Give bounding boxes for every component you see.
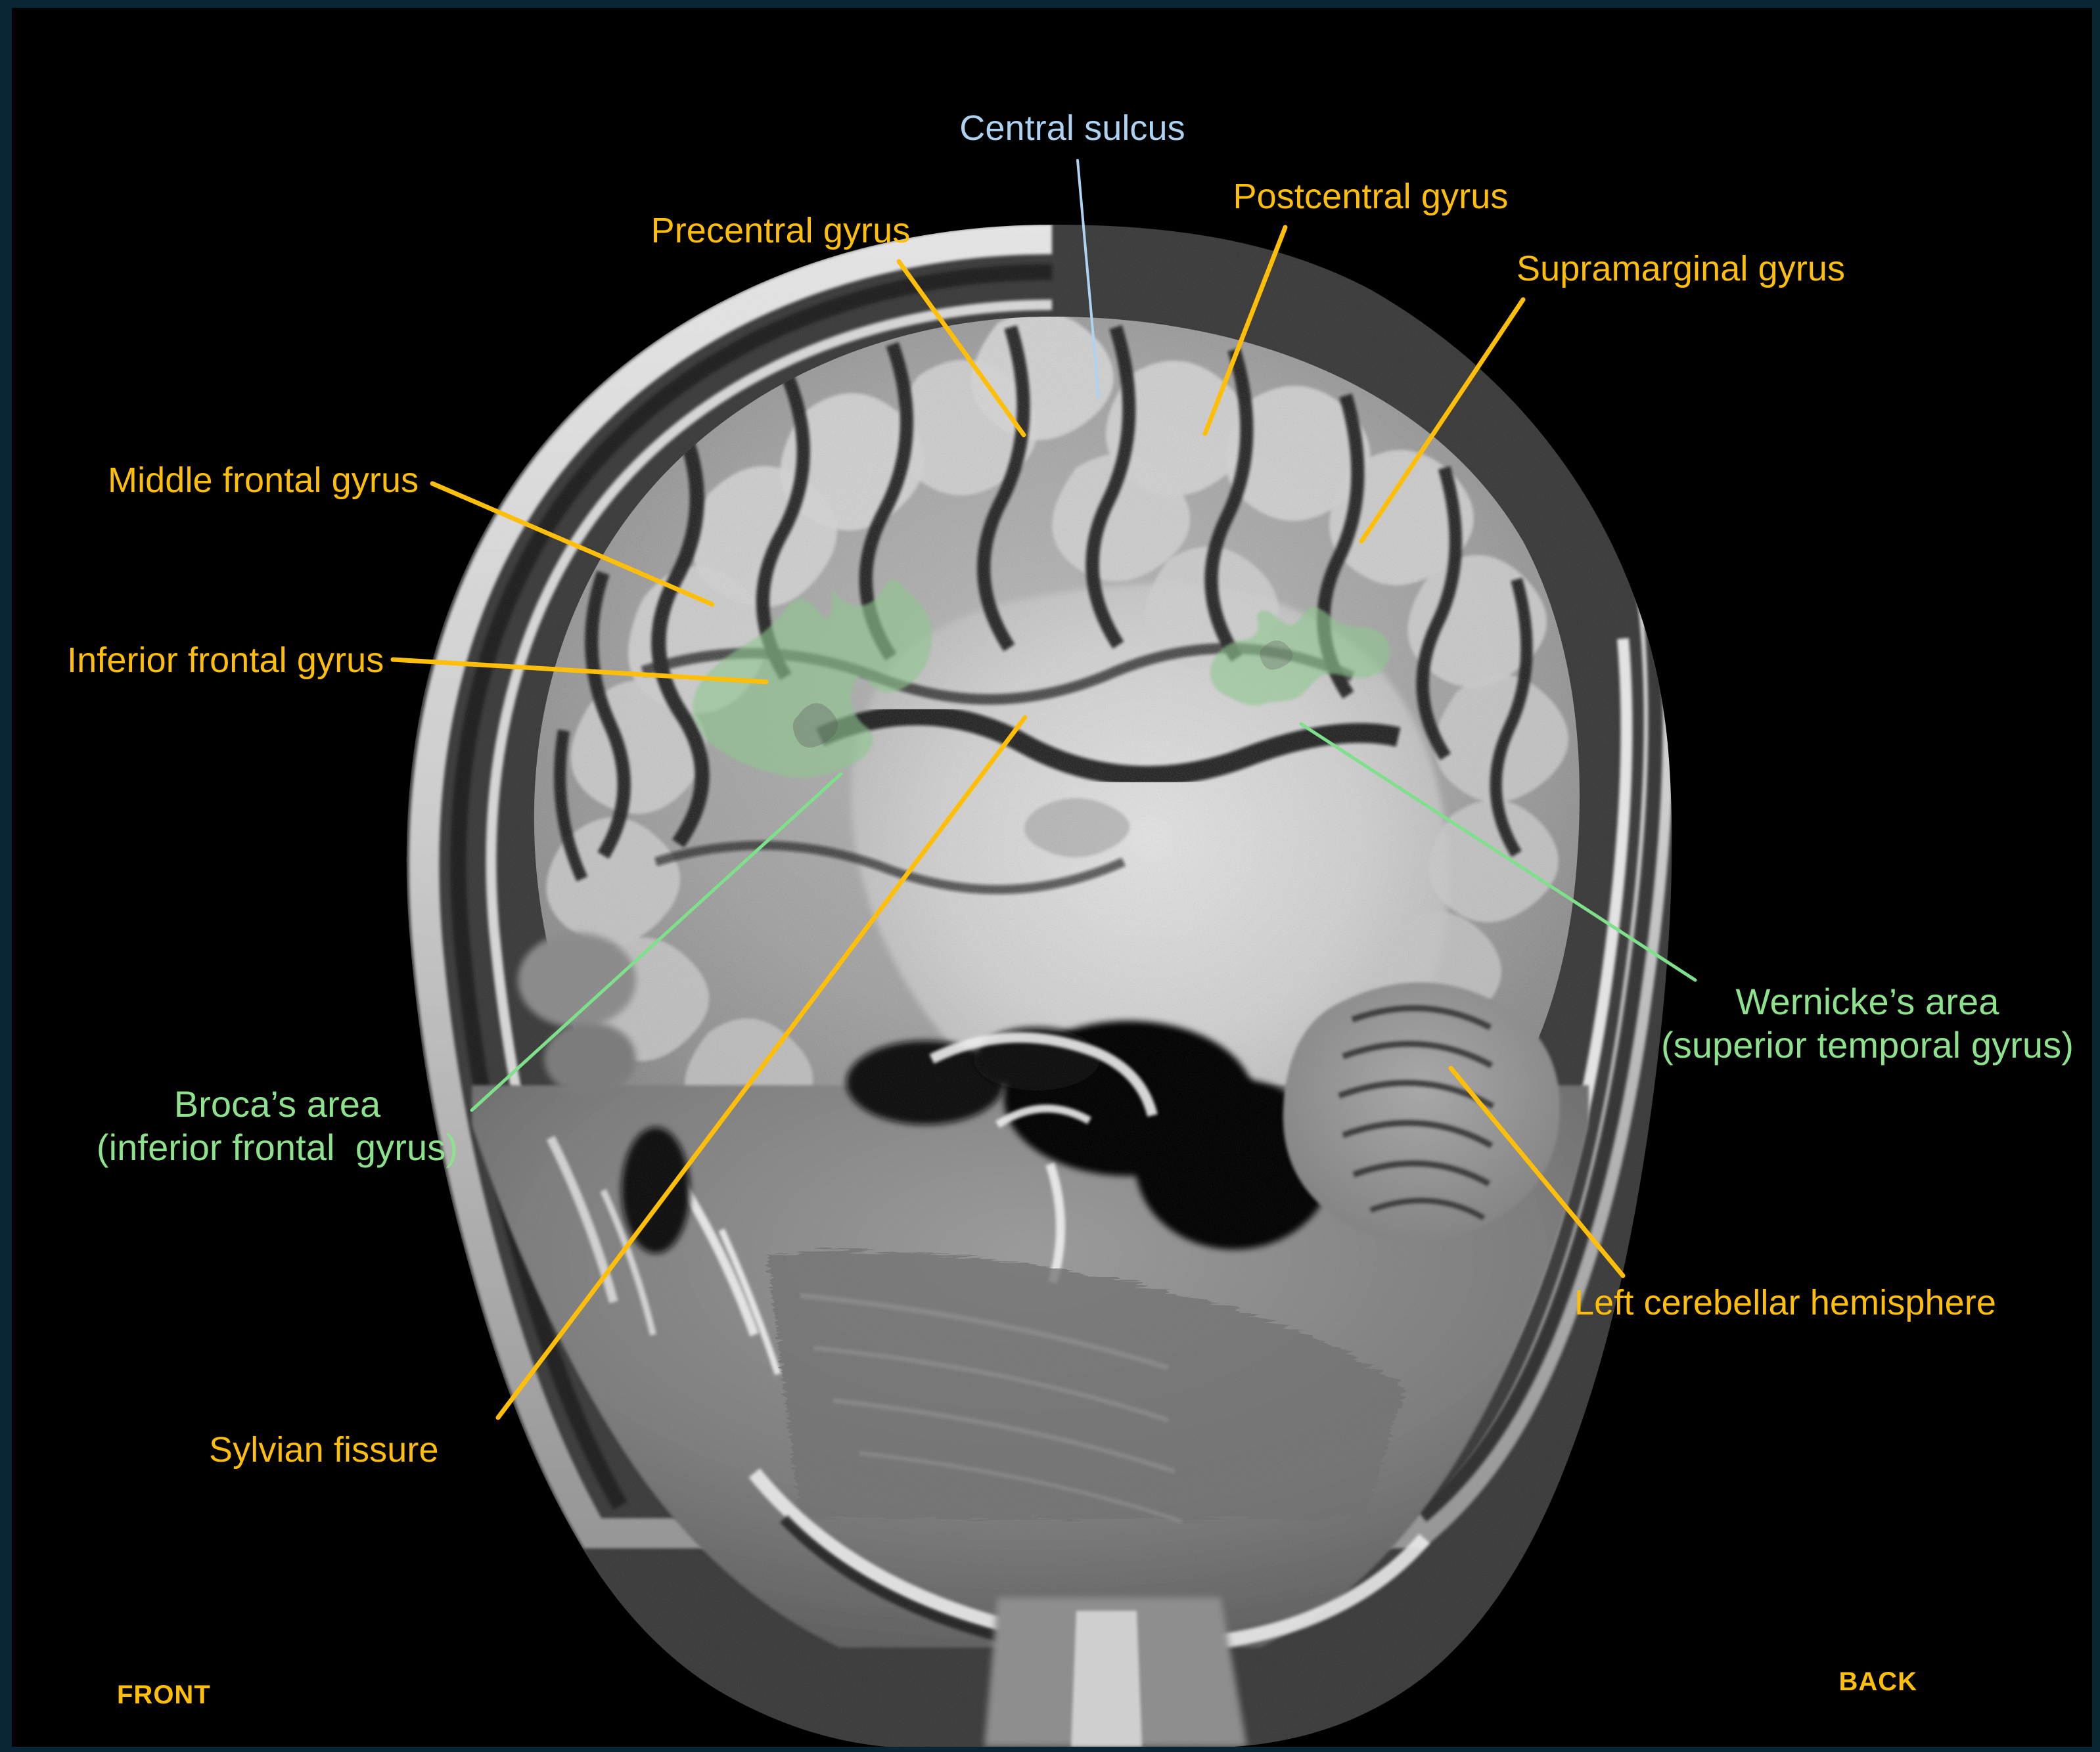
label-central-sulcus: Central sulcus: [959, 108, 1185, 148]
orientation-front-label: FRONT: [117, 1680, 211, 1709]
orientation-back-label: BACK: [1838, 1667, 1917, 1696]
label-inferior-frontal-gyrus: Inferior frontal gyrus: [67, 640, 384, 680]
label-postcentral-gyrus: Postcentral gyrus: [1233, 177, 1509, 216]
highlight-wernickes-area: [1210, 606, 1390, 706]
label-supramarginal-gyrus: Supramarginal gyrus: [1517, 249, 1846, 288]
label-precentral-gyrus: Precentral gyrus: [651, 211, 911, 250]
label-sylvian-fissure: Sylvian fissure: [209, 1430, 439, 1470]
label-brocas-area: Broca’s area (inferior frontal gyrus): [96, 1083, 459, 1169]
label-left-cerebellar-hemisphere: Left cerebellar hemisphere: [1574, 1283, 1996, 1322]
label-middle-frontal-gyrus: Middle frontal gyrus: [108, 460, 419, 500]
label-wernickes-area: Wernicke’s area (superior temporal gyrus…: [1660, 981, 2074, 1066]
